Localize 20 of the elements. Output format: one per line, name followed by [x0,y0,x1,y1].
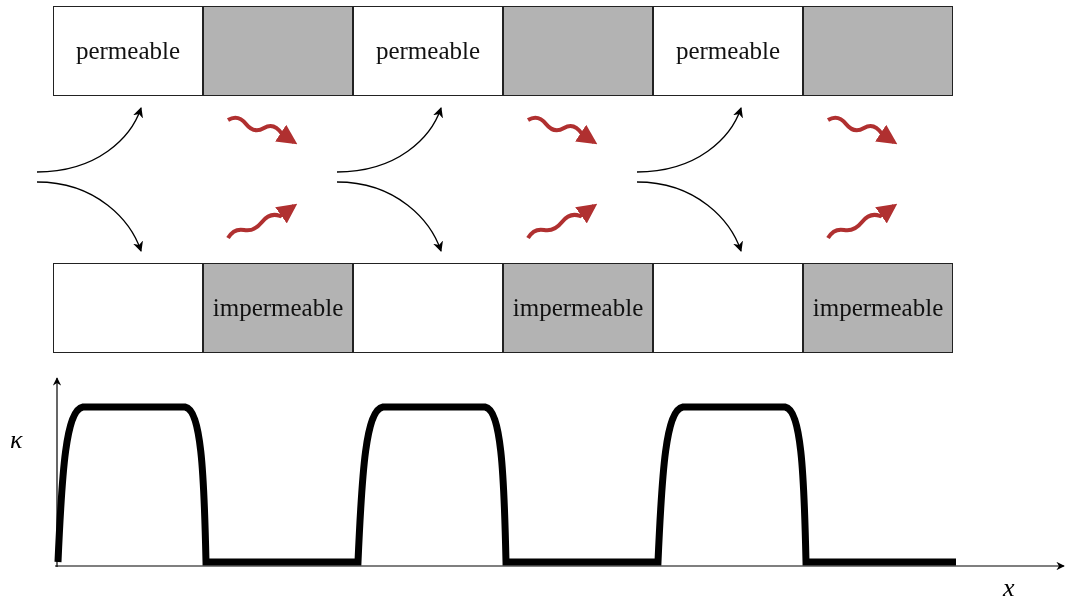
axis-label: κ [10,425,23,455]
impermeable-block: impermeable [503,263,653,353]
permeable-block: permeable [53,6,203,96]
curved-arrow [36,107,143,173]
curved-arrow [636,107,743,173]
permeable-block: permeable [353,6,503,96]
shaded-block [803,6,953,96]
impermeable-block: impermeable [203,263,353,353]
curved-arrow [36,181,143,252]
blank-block [653,263,803,353]
shaded-block [203,6,353,96]
blank-block [353,263,503,353]
blank-block [53,263,203,353]
curved-arrow [336,181,443,252]
impermeable-block: impermeable [803,263,953,353]
curved-arrow [336,107,443,173]
curved-arrow [636,181,743,252]
axis-label: x [1003,573,1015,603]
permeable-block: permeable [653,6,803,96]
shaded-block [503,6,653,96]
